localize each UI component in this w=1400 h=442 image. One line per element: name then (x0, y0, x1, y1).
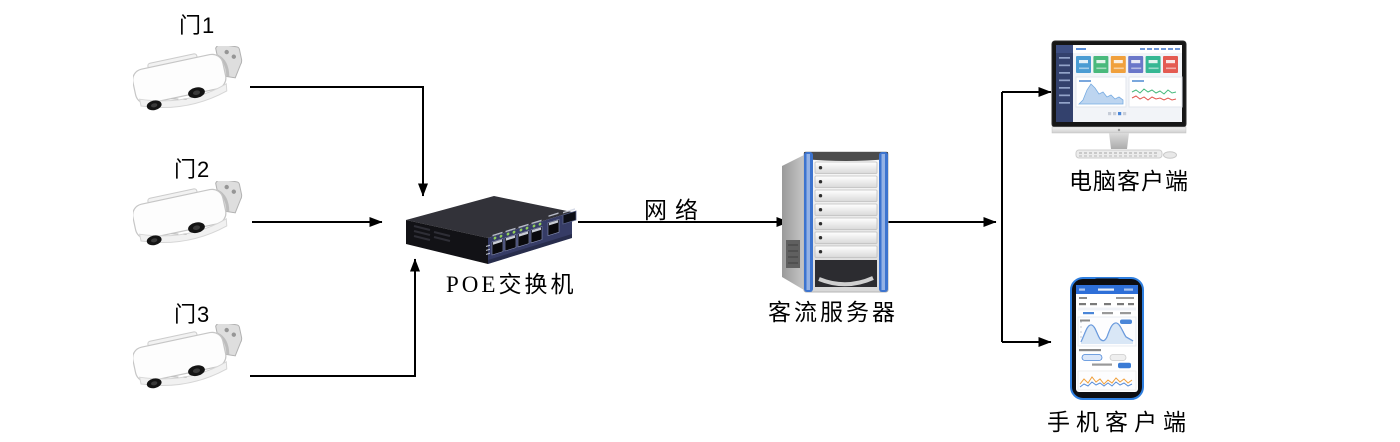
poe-switch-device (398, 190, 578, 268)
door1-label: 门1 (179, 13, 216, 38)
pc-client-device (1046, 40, 1192, 162)
network-edge-label: 网络 (644, 198, 706, 223)
door2-label: 门2 (174, 157, 211, 182)
mobile-client-label: 手机客户端 (1047, 410, 1192, 435)
door2-device (133, 181, 251, 259)
people-counter-icon (133, 46, 243, 111)
pc-client-label: 电脑客户端 (1069, 169, 1189, 194)
poe-switch-icon (406, 196, 577, 264)
server-device (780, 150, 892, 296)
people-counter-icon (133, 181, 243, 246)
mobile-client-device (1068, 276, 1148, 403)
people-counter-icon (133, 324, 243, 389)
connector-door1-switch (250, 86, 428, 197)
door3-label: 门3 (174, 302, 211, 327)
tower-server-icon (782, 151, 889, 293)
poe-switch-label: POE交换机 (446, 272, 577, 297)
smartphone-icon (1070, 277, 1144, 400)
connector-door3-switch (250, 258, 420, 377)
door1-device (133, 46, 251, 124)
desktop-monitor-icon (1051, 40, 1187, 159)
door3-device (133, 324, 251, 402)
server-label: 客流服务器 (768, 300, 898, 325)
